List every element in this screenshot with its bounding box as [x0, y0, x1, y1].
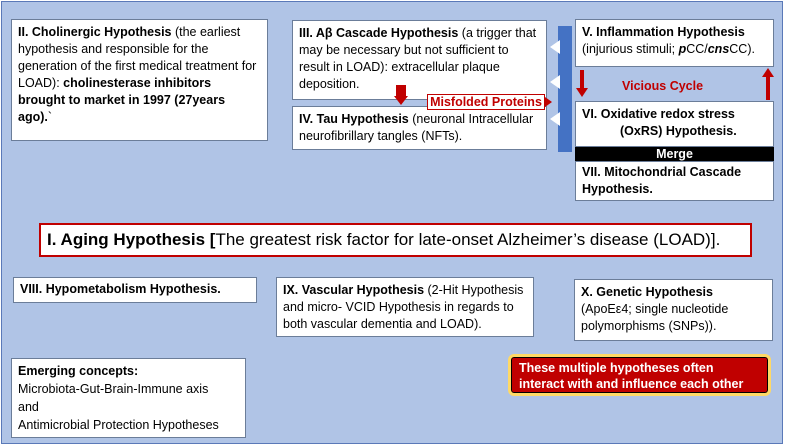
oxidative-stress-box: VI. Oxidative redox stress (OxRS) Hypoth… — [575, 101, 774, 147]
emerging-title: Emerging concepts: — [18, 364, 139, 378]
abeta-to-tau-arrowhead — [394, 96, 408, 105]
hypometabolism-box: VIII. Hypometabolism Hypothesis. — [13, 277, 257, 303]
emerging-line3: Antimicrobial Protection Hypotheses — [18, 418, 219, 432]
merge-bar: Merge — [575, 147, 774, 161]
misfolded-proteins-label: Misfolded Proteins — [427, 94, 545, 110]
tau-text: (neuronal Intracellular neurofibrillary … — [299, 112, 534, 143]
emerging-line2: and — [18, 400, 39, 414]
aging-hypothesis-box: I. Aging Hypothesis [The greatest risk f… — [39, 223, 752, 257]
misfolded-proteins-text: Misfolded Proteins — [430, 95, 542, 109]
abeta-to-tau-arrow — [396, 85, 406, 98]
inflammation-pcc: CC/ — [686, 42, 708, 56]
connector-arrow-3 — [550, 112, 560, 126]
mitochondrial-cascade-box: VII. Mitochondrial Cascade Hypothesis. — [575, 161, 774, 201]
abeta-cascade-box: III. Aβ Cascade Hypothesis (a trigger th… — [292, 20, 547, 100]
inflammation-cns: cns — [707, 42, 730, 56]
vascular-title: IX. Vascular Hypothesis — [283, 283, 425, 297]
genetic-title: X. Genetic Hypothesis — [581, 285, 713, 299]
genetic-hypothesis-box: X. Genetic Hypothesis (ApoEε4; single nu… — [574, 279, 773, 341]
mitochondrial-title: VII. Mitochondrial Cascade Hypothesis. — [582, 165, 742, 196]
vicious-cycle-down-arrow — [580, 70, 584, 90]
abeta-text: (a trigger that may be necessary but not… — [299, 26, 537, 91]
aging-text: The greatest risk factor for late-onset … — [215, 230, 721, 249]
oxidative-line2: (OxRS) Hypothesis. — [620, 124, 737, 138]
inflammation-cc: CC). — [729, 42, 755, 56]
emerging-line1: Microbiota-Gut-Brain-Immune axis — [18, 382, 209, 396]
cholinergic-hypothesis-box: II. Cholinergic Hypothesis (the earliest… — [11, 19, 268, 141]
inflammation-title: V. Inflammation Hypothesis — [582, 25, 745, 39]
interaction-note-text: These multiple hypotheses often interact… — [519, 361, 744, 391]
vascular-text: (2-Hit Hypothesis and micro- VCID Hypoth… — [283, 283, 524, 331]
interaction-note: These multiple hypotheses often interact… — [508, 354, 771, 396]
misfolded-arrowhead — [545, 97, 552, 107]
connector-arrow-1 — [550, 40, 560, 54]
vicious-cycle-up-arrow — [766, 76, 770, 100]
hypometabolism-title: VIII. Hypometabolism Hypothesis. — [20, 282, 221, 296]
connector-arrow-2 — [550, 75, 560, 89]
inflammation-p: p — [678, 42, 687, 56]
vascular-hypothesis-box: IX. Vascular Hypothesis (2-Hit Hypothesi… — [276, 277, 534, 337]
emerging-concepts-box: Emerging concepts: Microbiota-Gut-Brain-… — [11, 358, 246, 438]
abeta-title: III. Aβ Cascade Hypothesis — [299, 26, 459, 40]
cholinergic-tail: ` — [47, 110, 53, 124]
vicious-cycle-text: Vicious Cycle — [622, 79, 704, 93]
genetic-text: (ApoEε4; single nucleotide polymorphisms… — [581, 302, 729, 333]
tau-title: IV. Tau Hypothesis — [299, 112, 409, 126]
cholinergic-bold-text: cholinesterase inhibitors brought to mar… — [18, 76, 226, 124]
merge-text: Merge — [656, 147, 693, 161]
aging-title: I. Aging Hypothesis [ — [47, 230, 216, 249]
inflammation-text-a: (injurious stimuli; — [582, 42, 679, 56]
vicious-cycle-down-head — [576, 88, 588, 97]
vicious-cycle-label: Vicious Cycle — [622, 79, 703, 93]
tau-hypothesis-box: IV. Tau Hypothesis (neuronal Intracellul… — [292, 106, 547, 150]
cholinergic-title: II. Cholinergic Hypothesis — [18, 25, 172, 39]
connector-bar — [558, 26, 572, 152]
inflammation-hypothesis-box: V. Inflammation Hypothesis (injurious st… — [575, 19, 774, 67]
oxidative-line1: VI. Oxidative redox stress — [582, 107, 735, 121]
vicious-cycle-up-head — [762, 68, 774, 77]
cholinergic-text: (the earliest hypothesis and responsible… — [18, 25, 257, 90]
